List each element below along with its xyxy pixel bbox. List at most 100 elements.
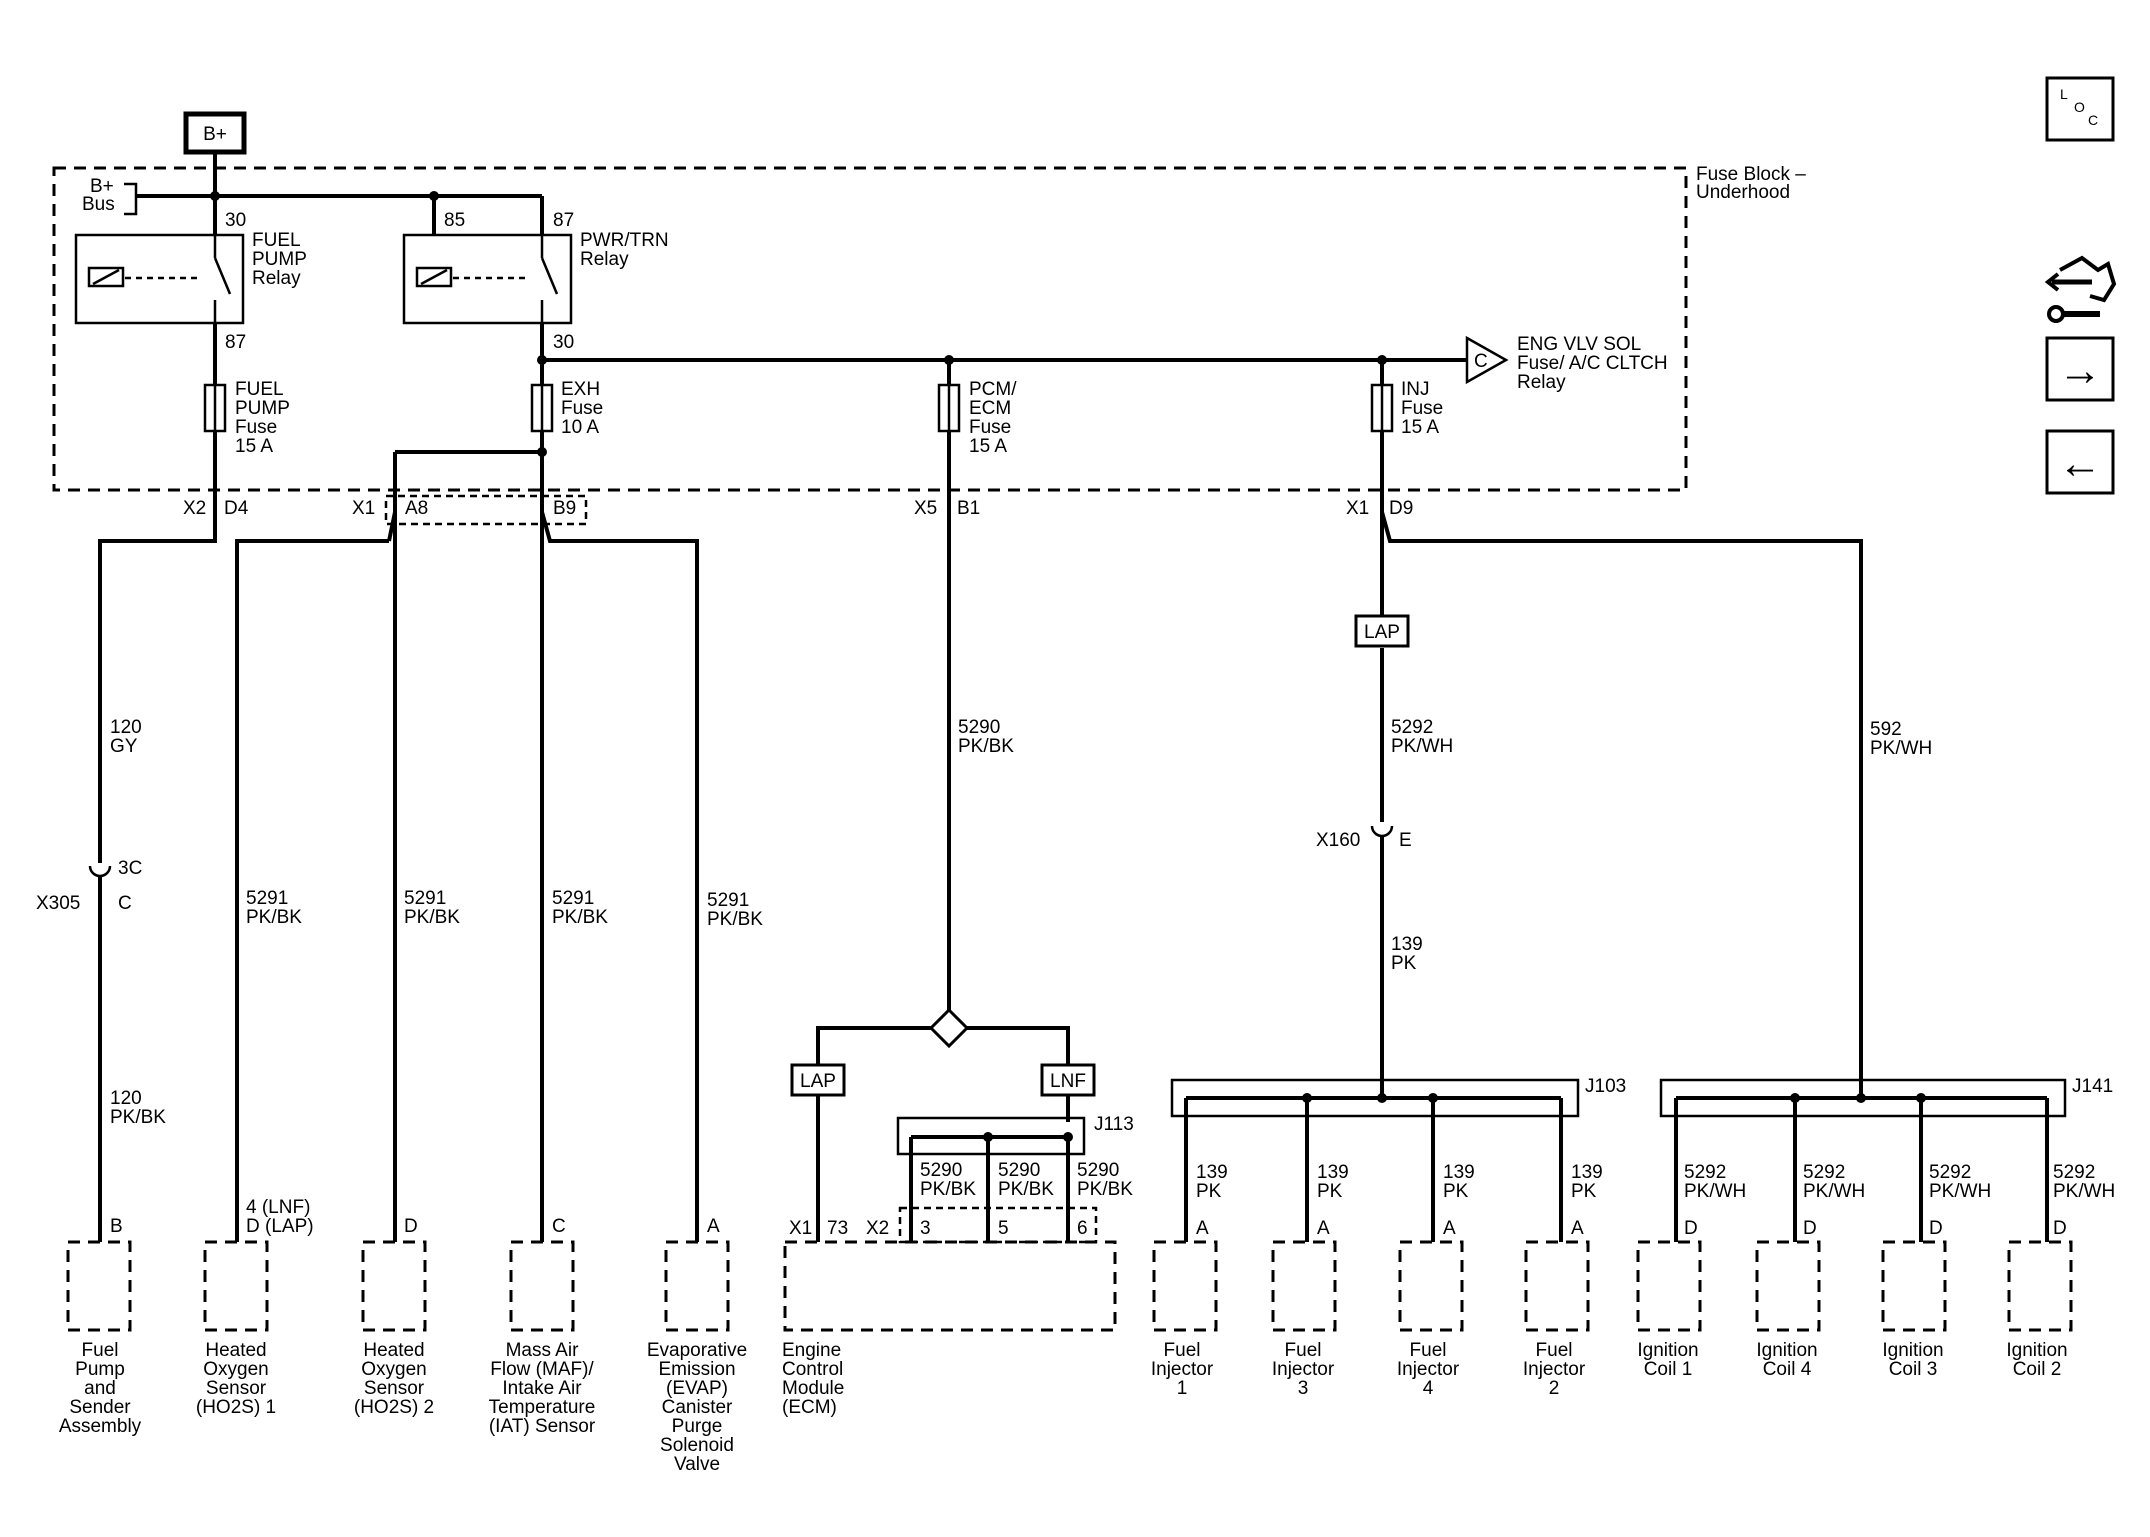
component-view-icon[interactable] [2044,255,2117,323]
svg-text:LAP: LAP [1364,622,1400,643]
svg-text:15 A: 15 A [969,436,1007,457]
svg-text:Fuse: Fuse [235,417,277,438]
svg-text:Relay: Relay [1517,372,1566,393]
svg-text:15 A: 15 A [1401,417,1439,438]
svg-text:and: and [84,1378,116,1399]
svg-text:D: D [1929,1218,1943,1239]
svg-text:Fuel: Fuel [1164,1340,1201,1361]
svg-text:5292: 5292 [1391,717,1433,738]
svg-text:LNF: LNF [1050,1071,1086,1092]
svg-text:87: 87 [225,332,246,353]
fuse-block-connector-labels: X2 D4 X1 A8 B9 X5 B1 X1 D9 [183,494,1413,526]
svg-text:Injector: Injector [1523,1359,1586,1380]
svg-text:Mass Air: Mass Air [506,1340,580,1361]
svg-text:PK/BK: PK/BK [920,1179,976,1200]
svg-text:30: 30 [553,332,574,353]
svg-text:4: 4 [1423,1378,1434,1399]
svg-text:5292: 5292 [1929,1162,1971,1183]
svg-text:6: 6 [1077,1218,1088,1239]
svg-text:592: 592 [1870,719,1902,740]
svg-text:EXH: EXH [561,379,600,400]
svg-text:30: 30 [225,210,246,231]
splice-j103: J103 139 PK 139 PK 139 PK 139 PK [1170,1076,1626,1242]
svg-text:Heated: Heated [363,1340,424,1361]
component-pin-labels: B 4 (LNF) D (LAP) D C A X1 73 X2 3 5 6 A… [110,1197,2067,1244]
svg-text:A8: A8 [405,498,428,519]
svg-text:A: A [1317,1218,1330,1239]
svg-text:D9: D9 [1389,498,1413,519]
battery-positive-source: B+ [183,111,247,155]
fuel-pump-circuit: 120 GY 3C X305 C 120 PK/BK [36,490,217,1242]
svg-text:B: B [110,1216,123,1237]
svg-text:X305: X305 [36,893,80,914]
svg-text:73: 73 [827,1218,848,1239]
next-page-button[interactable]: → [2045,336,2115,402]
svg-text:Purge: Purge [672,1416,723,1437]
locator-button[interactable]: L O C [2045,76,2115,142]
svg-text:PK/WH: PK/WH [2053,1181,2115,1202]
svg-text:GY: GY [110,736,138,757]
svg-text:J113: J113 [1094,1114,1134,1135]
svg-text:Injector: Injector [1272,1359,1335,1380]
svg-text:ECM: ECM [969,398,1011,419]
svg-text:O: O [2074,99,2085,115]
svg-text:Heated: Heated [205,1340,266,1361]
exh-fuse: EXH Fuse 10 A [395,360,603,490]
svg-text:Pump: Pump [75,1359,125,1380]
pwr-trn-relay: 85 87 30 PWR/TRN Relay [402,196,669,353]
svg-text:Valve: Valve [674,1454,720,1475]
svg-text:FUEL: FUEL [252,230,301,251]
fuel-pump-sender-assembly: Fuel Pump and Sender Assembly [59,1240,142,1437]
svg-text:Solenoid: Solenoid [660,1435,734,1456]
svg-text:Coil 3: Coil 3 [1889,1359,1938,1380]
svg-text:5290: 5290 [1077,1160,1119,1181]
svg-text:L: L [2060,86,2068,102]
svg-text:E: E [1399,830,1412,851]
svg-text:5291: 5291 [707,890,749,911]
svg-text:(EVAP): (EVAP) [666,1378,728,1399]
svg-text:D: D [2053,1218,2067,1239]
svg-text:Fuel: Fuel [1536,1340,1573,1361]
svg-text:Oxygen: Oxygen [361,1359,426,1380]
svg-text:120: 120 [110,717,142,738]
svg-text:Control: Control [782,1359,843,1380]
svg-text:5292: 5292 [2053,1162,2095,1183]
svg-text:ENG VLV SOL: ENG VLV SOL [1517,334,1641,355]
svg-text:D (LAP): D (LAP) [246,1216,314,1237]
svg-text:PK/BK: PK/BK [707,909,763,930]
svg-text:A: A [1443,1218,1456,1239]
svg-text:D4: D4 [224,498,249,519]
svg-text:139: 139 [1196,1162,1228,1183]
exh-fuse-circuits: 5291 PK/BK 5291 PK/BK 5291 PK/BK 5291 PK… [235,452,763,1242]
svg-text:PK: PK [1196,1181,1222,1202]
fuel-injector-1: Fuel Injector 1 [1151,1240,1218,1399]
splice-j141: J141 5292 PK/WH 5292 PK/WH 5292 PK/WH 52… [1659,1076,2115,1242]
svg-text:Underhood: Underhood [1696,182,1790,203]
svg-text:PK/BK: PK/BK [1077,1179,1133,1200]
svg-text:PK/WH: PK/WH [1684,1181,1746,1202]
svg-text:Fuse: Fuse [969,417,1011,438]
svg-text:5291: 5291 [246,888,288,909]
svg-text:3C: 3C [118,858,142,879]
svg-text:D: D [1684,1218,1698,1239]
svg-text:Module: Module [782,1378,844,1399]
svg-text:Fuse: Fuse [1401,398,1443,419]
svg-text:5291: 5291 [552,888,594,909]
svg-text:(IAT) Sensor: (IAT) Sensor [489,1416,596,1437]
svg-text:Relay: Relay [580,249,629,270]
svg-text:PK/WH: PK/WH [1929,1181,1991,1202]
svg-text:PK/WH: PK/WH [1391,736,1453,757]
svg-text:PWR/TRN: PWR/TRN [580,230,669,251]
svg-text:X2: X2 [866,1218,889,1239]
svg-text:PK/BK: PK/BK [110,1107,166,1128]
svg-text:PCM/: PCM/ [969,379,1017,400]
svg-text:5292: 5292 [1684,1162,1726,1183]
previous-page-button[interactable]: ← [2045,429,2115,495]
svg-text:A: A [1571,1218,1584,1239]
evap-canister-purge-solenoid: Evaporative Emission (EVAP) Canister Pur… [647,1240,747,1475]
svg-text:Temperature: Temperature [489,1397,596,1418]
svg-text:5290: 5290 [920,1160,962,1181]
inj-fuse-circuits: 5292 PK/WH X160 E 139 PK 592 PK/WH [1316,490,1932,1098]
svg-text:B1: B1 [957,498,980,519]
svg-text:5290: 5290 [998,1160,1040,1181]
